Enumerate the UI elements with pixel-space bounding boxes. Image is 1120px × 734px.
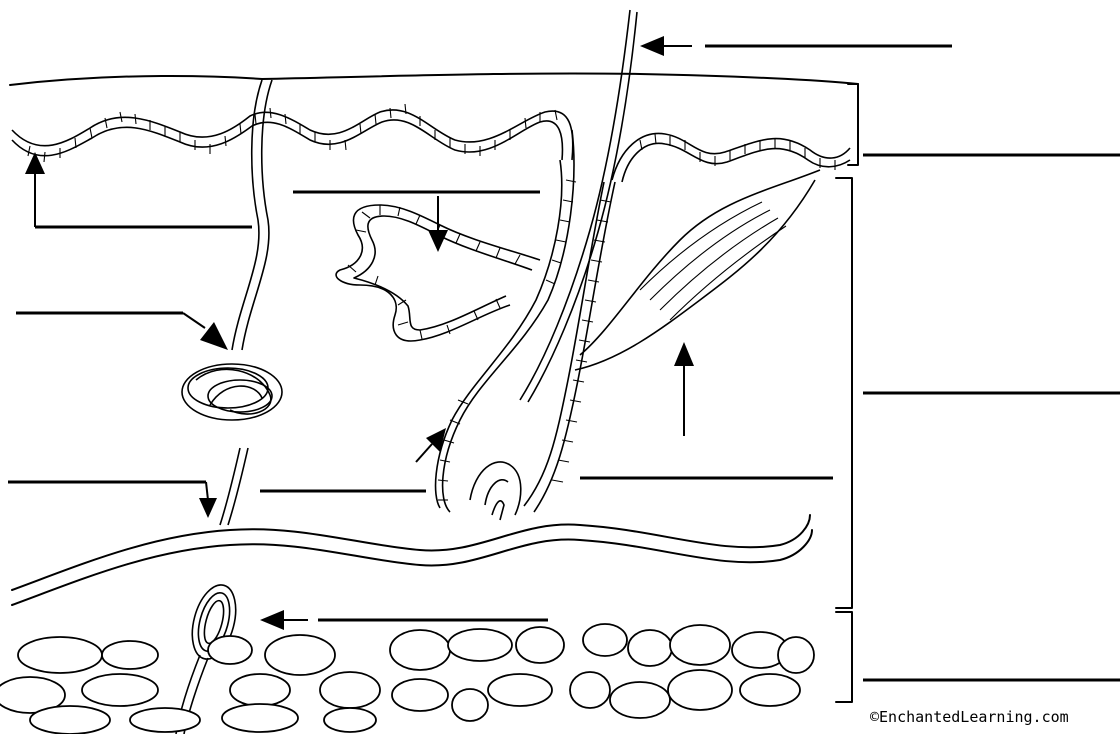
fat-cells [0, 624, 814, 734]
copyright-credit: ©EnchantedLearning.com [870, 708, 1069, 726]
arrowhead-down-icon-2 [199, 498, 217, 518]
arrowhead-down-right-icon [200, 322, 228, 350]
bracket-epidermis [848, 84, 858, 165]
arrow-sweat-line [183, 313, 205, 328]
bracket-subcutaneous [836, 612, 852, 702]
arrowhead-left-icon-2 [260, 610, 284, 630]
dermal-papilla [492, 501, 504, 520]
sweat-duct [232, 80, 272, 350]
bracket-dermis [836, 178, 852, 608]
arrowhead-up-icon-2 [674, 342, 694, 366]
hair-follicle-left-wall [443, 130, 574, 512]
epidermis-right-cell-ticks [640, 134, 835, 170]
dermis-lower-boundary [12, 515, 810, 590]
arrow-nerve-line [206, 482, 208, 500]
arrow-follicle-line [416, 444, 432, 462]
sebaceous-cell-ticks [348, 205, 520, 339]
hair-follicle-left-wall-inner [436, 160, 562, 508]
skin-surface-line [10, 73, 858, 85]
arrowhead-down-icon [428, 230, 448, 252]
hair-shaft-inner [528, 12, 637, 402]
sweat-gland-duct-lower [220, 448, 248, 525]
arrowhead-left-icon [640, 36, 664, 56]
epidermis-cell-ticks [28, 104, 557, 162]
epidermis-right-inner [622, 143, 850, 182]
sweat-gland-coil [182, 364, 282, 420]
muscle-fibers [640, 202, 786, 320]
